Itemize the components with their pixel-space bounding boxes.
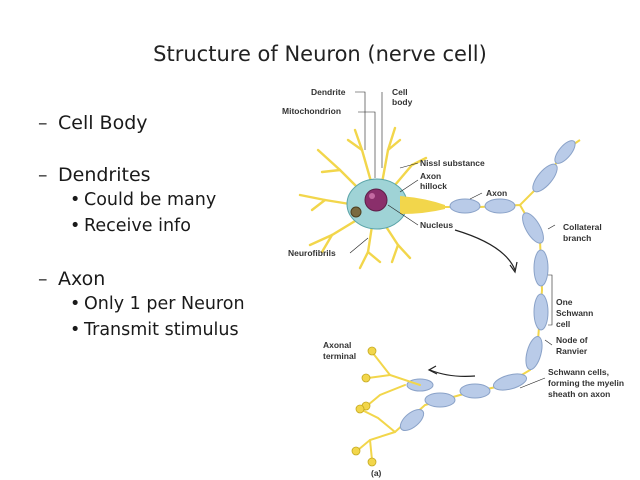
label-cell-body: Cell (392, 87, 408, 97)
schwann-cell (522, 212, 544, 244)
impulse-arrows (427, 229, 518, 377)
bullet-axon: – Axon (38, 267, 278, 291)
schwann-cell (533, 293, 549, 331)
label-mitochondrion: Mitochondrion (282, 106, 341, 116)
cell-body (346, 178, 445, 230)
schwann-cell (532, 163, 558, 193)
label-axon: Axon (486, 188, 507, 198)
label-dendrite: Dendrite (311, 87, 346, 97)
bullet-text: Dendrites (58, 164, 151, 186)
label-nucleus: Nucleus (420, 220, 453, 230)
sub-bullet-text: Receive info (84, 216, 191, 236)
dash-marker: – (38, 112, 48, 134)
nucleus-shape (364, 188, 388, 212)
schwann-cell (533, 249, 549, 287)
schwann-cell (484, 198, 516, 214)
schwann-cell (424, 392, 456, 408)
sub-bullet: • Could be many (70, 187, 278, 213)
axonal-terminals (357, 351, 421, 461)
sub-bullet: • Receive info (70, 213, 278, 239)
terminal-boutons (351, 346, 377, 467)
myelin-sheath (399, 140, 576, 431)
label-axonal-terminal: terminal (323, 351, 356, 361)
sub-bullet: • Only 1 per Neuron (70, 291, 278, 317)
schwann-cell (492, 373, 528, 391)
label-myelin: sheath on axon (548, 389, 610, 399)
nucleolus (369, 193, 375, 199)
sub-bullet-text: Transmit stimulus (84, 320, 239, 340)
label-schwann-cell: One (556, 297, 573, 307)
label-node-ranvier: Ranvier (556, 346, 588, 356)
schwann-cell (399, 409, 425, 431)
label-collateral: Collateral (563, 222, 602, 232)
label-myelin: Schwann cells, (548, 367, 609, 377)
dot-marker: • (70, 190, 81, 210)
dot-marker: • (70, 294, 81, 314)
label-axonal-terminal: Axonal (323, 340, 351, 350)
label-collateral: branch (563, 233, 591, 243)
label-nissl: Nissl substance (420, 158, 485, 168)
schwann-cell (554, 140, 576, 164)
dendrites (298, 126, 428, 270)
label-myelin: forming the myelin (548, 378, 624, 388)
neuron-diagram: Dendrite Cell body Mitochondrion Nissl s… (282, 87, 624, 478)
label-schwann-cell: cell (556, 319, 570, 329)
bullet-dendrites: – Dendrites (38, 163, 278, 187)
sub-bullet: • Transmit stimulus (70, 317, 278, 343)
dot-marker: • (70, 216, 81, 236)
label-cell-body: body (392, 97, 413, 107)
label-axon-hillock: Axon (420, 171, 441, 181)
dash-marker: – (38, 268, 48, 290)
label-neurofibrils: Neurofibrils (288, 248, 336, 258)
bullet-cell-body: – Cell Body (38, 111, 278, 135)
schwann-cell (449, 198, 481, 214)
leader-lines (349, 91, 556, 389)
mitochondrion-shape (350, 206, 362, 218)
bullet-text: Cell Body (58, 112, 148, 134)
bullet-list: – Cell Body – Dendrites • Could be many … (38, 111, 278, 343)
slide-title: Structure of Neuron (nerve cell) (153, 42, 487, 66)
dash-marker: – (38, 164, 48, 186)
sub-bullet-text: Only 1 per Neuron (84, 294, 245, 314)
label-axon-hillock: hillock (420, 181, 447, 191)
label-panel: (a) (371, 468, 382, 478)
bullet-text: Axon (58, 268, 106, 290)
axon-hillock (400, 196, 445, 214)
label-schwann-cell: Schwann (556, 308, 593, 318)
schwann-cell (459, 383, 491, 399)
label-node-ranvier: Node of (556, 335, 588, 345)
sub-bullet-text: Could be many (84, 190, 217, 210)
dot-marker: • (70, 320, 81, 340)
schwann-cell (525, 335, 543, 371)
